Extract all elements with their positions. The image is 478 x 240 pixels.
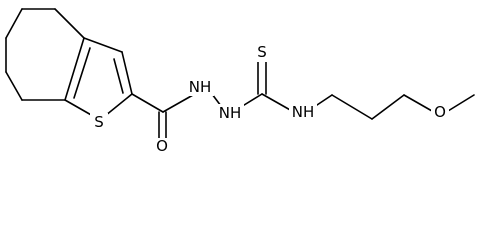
thiourea-nh-label: NH xyxy=(292,103,315,121)
bond xyxy=(162,94,194,113)
bond xyxy=(64,37,85,101)
carbonyl-oxygen-label: O xyxy=(156,137,168,155)
bond xyxy=(131,93,164,113)
bond xyxy=(83,37,123,53)
molecule-svg: S O NH NH S NH O xyxy=(5,8,475,155)
thione-sulfur-label: S xyxy=(257,43,267,61)
thiophene-ring xyxy=(64,37,133,121)
hydrazide-nh-label: NH xyxy=(189,78,212,96)
structure-diagram: S O NH NH S NH O xyxy=(5,8,475,155)
cyclohexane-ring xyxy=(5,8,85,101)
bond xyxy=(403,94,433,112)
bond xyxy=(54,8,85,39)
atom-labels: S O NH NH S NH O xyxy=(90,43,449,155)
hydrazine-nh-label: NH xyxy=(219,104,242,122)
side-chain xyxy=(131,59,475,145)
bond xyxy=(73,47,91,99)
ether-oxygen-label: O xyxy=(434,103,446,121)
bond xyxy=(371,94,405,120)
bond xyxy=(5,8,23,39)
bond xyxy=(113,58,124,94)
bond xyxy=(447,94,475,112)
bond xyxy=(5,71,23,101)
bond xyxy=(261,93,293,112)
bond xyxy=(331,94,373,120)
ring-sulfur-label: S xyxy=(94,113,104,131)
bond xyxy=(121,51,133,95)
